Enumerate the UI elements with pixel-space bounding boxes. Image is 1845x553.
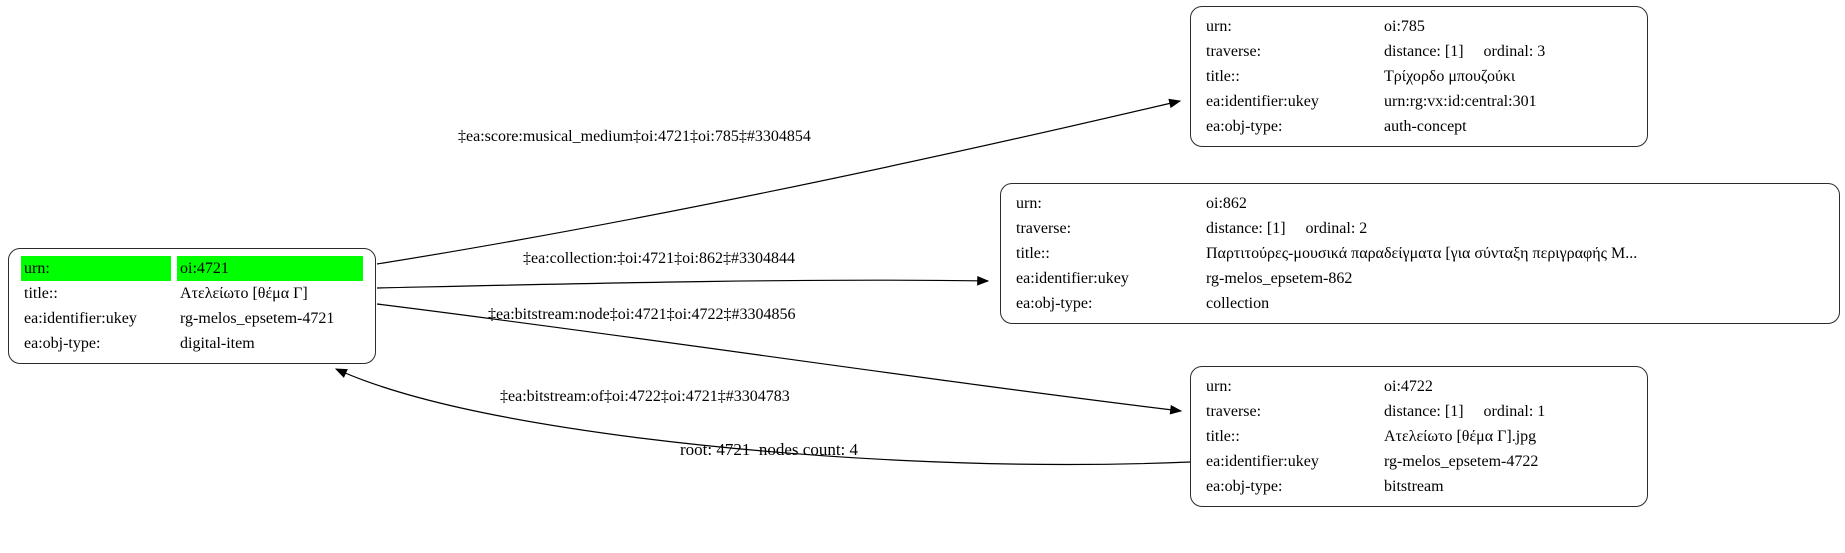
field-value: Παρτιτούρες-μουσικά παραδείγματα [για σύ…	[1206, 245, 1638, 262]
field-value: digital-item	[180, 335, 255, 352]
node-row-identifier: ea:identifier:ukey rg-melos_epsetem-4722	[1203, 449, 1635, 474]
node-oi-4722[interactable]: urn: oi:4722 traverse: distance: [1] ord…	[1190, 366, 1648, 507]
field-key: urn:	[1016, 195, 1042, 212]
node-row-traverse: traverse: distance: [1] ordinal: 2	[1013, 216, 1827, 241]
node-row-objtype: ea:obj-type: bitstream	[1203, 474, 1635, 499]
edge-bitstream-of	[334, 368, 1191, 466]
field-value: Τρίχορδο μπουζούκι	[1384, 68, 1516, 85]
edge-label-bitstream-of: ‡ea:bitstream:of‡oi:4722‡oi:4721‡#330478…	[500, 388, 790, 405]
field-key: traverse:	[1206, 403, 1262, 420]
node-row-identifier: ea:identifier:ukey rg-melos_epsetem-862	[1013, 266, 1827, 291]
field-value: oi:862	[1206, 195, 1247, 212]
edge-label-collection: ‡ea:collection:‡oi:4721‡oi:862‡#3304844	[523, 250, 795, 267]
edge-bitstream-node	[376, 303, 1183, 415]
field-value: rg-melos_epsetem-4721	[180, 310, 335, 327]
node-oi-785[interactable]: urn: oi:785 traverse: distance: [1] ordi…	[1190, 6, 1648, 147]
field-key: title::	[1016, 245, 1050, 262]
field-key: urn:	[21, 256, 171, 281]
node-oi-862[interactable]: urn: oi:862 traverse: distance: [1] ordi…	[1000, 183, 1840, 324]
field-value: urn:rg:vx:id:central:301	[1384, 93, 1537, 110]
field-key: title::	[1206, 428, 1240, 445]
node-row-objtype: ea:obj-type: auth-concept	[1203, 114, 1635, 139]
node-row-urn: urn: oi:4722	[1203, 374, 1635, 399]
node-row-objtype: ea:obj-type: collection	[1013, 291, 1827, 316]
field-value: rg-melos_epsetem-4722	[1384, 453, 1539, 470]
field-value: distance: [1] ordinal: 3	[1384, 43, 1546, 60]
field-key: urn:	[1206, 378, 1232, 395]
node-row-objtype: ea:obj-type: digital-item	[21, 331, 363, 356]
field-key: title::	[24, 285, 58, 302]
field-key: ea:identifier:ukey	[1206, 453, 1319, 470]
field-value: rg-melos_epsetem-862	[1206, 270, 1353, 287]
node-row-identifier: ea:identifier:ukey urn:rg:vx:id:central:…	[1203, 89, 1635, 114]
node-row-urn: urn: oi:785	[1203, 14, 1635, 39]
node-row-traverse: traverse: distance: [1] ordinal: 3	[1203, 39, 1635, 64]
field-value: auth-concept	[1384, 118, 1467, 135]
field-key: traverse:	[1016, 220, 1072, 237]
node-row-title: title:: Ατελείωτο [θέμα Γ].jpg	[1203, 424, 1635, 449]
field-value: Ατελείωτο [θέμα Γ].jpg	[1384, 428, 1537, 445]
field-key: ea:obj-type:	[1206, 478, 1283, 495]
field-value: collection	[1206, 295, 1270, 312]
node-row-urn: urn: oi:862	[1013, 191, 1827, 216]
field-value: bitstream	[1384, 478, 1444, 495]
field-value: oi:785	[1384, 18, 1425, 35]
field-key: ea:obj-type:	[1206, 118, 1283, 135]
edge-collection	[376, 276, 990, 289]
field-value: distance: [1] ordinal: 2	[1206, 220, 1368, 237]
field-key: ea:identifier:ukey	[24, 310, 137, 327]
field-value: oi:4722	[1384, 378, 1433, 395]
field-value: oi:4721	[177, 256, 363, 281]
field-value: distance: [1] ordinal: 1	[1384, 403, 1546, 420]
field-key: urn:	[1206, 18, 1232, 35]
graph-caption: root: 4721 nodes count: 4	[680, 440, 859, 459]
edge-label-bitstream-node: ‡ea:bitstream:node‡oi:4721‡oi:4722‡#3304…	[488, 306, 796, 323]
field-value: Ατελείωτο [θέμα Γ]	[180, 285, 308, 302]
node-row-urn: urn: oi:4721	[21, 256, 363, 281]
field-key: ea:obj-type:	[1016, 295, 1093, 312]
edge-label-score-musical-medium: ‡ea:score:musical_medium‡oi:4721‡oi:785‡…	[458, 128, 811, 145]
node-row-title: title:: Τρίχορδο μπουζούκι	[1203, 64, 1635, 89]
node-row-identifier: ea:identifier:ukey rg-melos_epsetem-4721	[21, 306, 363, 331]
field-key: ea:obj-type:	[24, 335, 101, 352]
edge-score-musical-medium	[376, 98, 1182, 265]
field-key: ea:identifier:ukey	[1016, 270, 1129, 287]
field-key: ea:identifier:ukey	[1206, 93, 1319, 110]
field-key: title::	[1206, 68, 1240, 85]
node-row-title: title:: Παρτιτούρες-μουσικά παραδείγματα…	[1013, 241, 1827, 266]
node-oi-4721[interactable]: urn: oi:4721 title:: Ατελείωτο [θέμα Γ] …	[8, 248, 376, 364]
node-row-title: title:: Ατελείωτο [θέμα Γ]	[21, 281, 363, 306]
node-row-traverse: traverse: distance: [1] ordinal: 1	[1203, 399, 1635, 424]
field-key: traverse:	[1206, 43, 1262, 60]
